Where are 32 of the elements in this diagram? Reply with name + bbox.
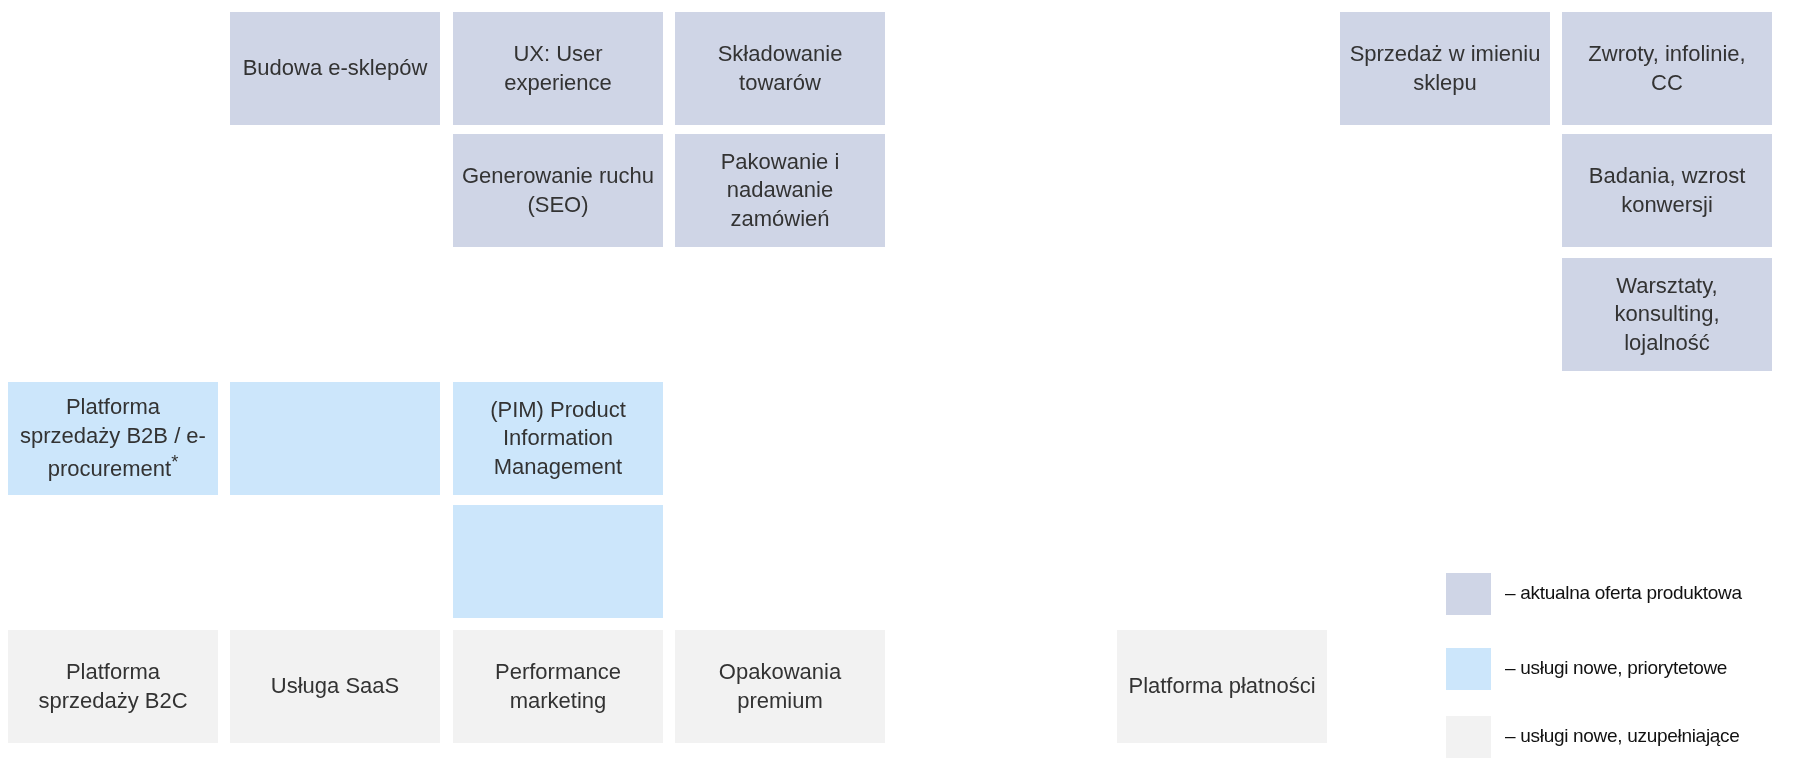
service-box bbox=[230, 12, 440, 125]
service-label: Platforma płatności bbox=[1128, 672, 1316, 701]
service-label: Zwroty, infolinie, CC bbox=[1587, 39, 1747, 97]
service-box bbox=[453, 134, 663, 247]
service-label: Performance marketing bbox=[494, 657, 622, 715]
service-label: Budowa e-sklepów bbox=[242, 54, 428, 83]
legend-label: – usługi nowe, priorytetowe bbox=[1505, 657, 1728, 679]
legend-label: – usługi nowe, uzupełniające bbox=[1505, 725, 1740, 747]
service-label: Sprzedaż w imieniu sklepu bbox=[1348, 39, 1542, 97]
service-label: UX: User experience bbox=[503, 39, 613, 97]
empty-box bbox=[453, 505, 663, 618]
legend-label: – aktualna oferta produktowa bbox=[1505, 582, 1742, 604]
service-box bbox=[8, 382, 218, 495]
service-box bbox=[453, 382, 663, 495]
service-label: Badania, wzrost konwersji bbox=[1587, 161, 1747, 219]
service-label: Warsztaty, konsulting, lojalność bbox=[1613, 271, 1721, 357]
service-label: Platforma sprzedaży B2C bbox=[37, 657, 189, 715]
service-box bbox=[675, 134, 885, 247]
service-box bbox=[1562, 12, 1772, 125]
service-box bbox=[1340, 12, 1550, 125]
service-label: Pakowanie i nadawanie zamówień bbox=[719, 147, 841, 233]
service-label: Usługa SaaS bbox=[270, 672, 400, 701]
service-label: Platforma sprzedaży B2B / e-procurement$^{*}$ bbox=[19, 392, 207, 484]
empty-box bbox=[230, 382, 440, 495]
service-label: Generowanie ruchu (SEO) bbox=[461, 161, 655, 219]
service-box bbox=[1562, 258, 1772, 371]
service-label: Opakowania premium bbox=[717, 657, 843, 715]
service-box bbox=[1562, 134, 1772, 247]
service-box bbox=[675, 12, 885, 125]
service-label: (PIM) Product Information Management bbox=[489, 395, 627, 481]
service-box bbox=[453, 12, 663, 125]
service-label: Składowanie towarów bbox=[716, 39, 844, 97]
